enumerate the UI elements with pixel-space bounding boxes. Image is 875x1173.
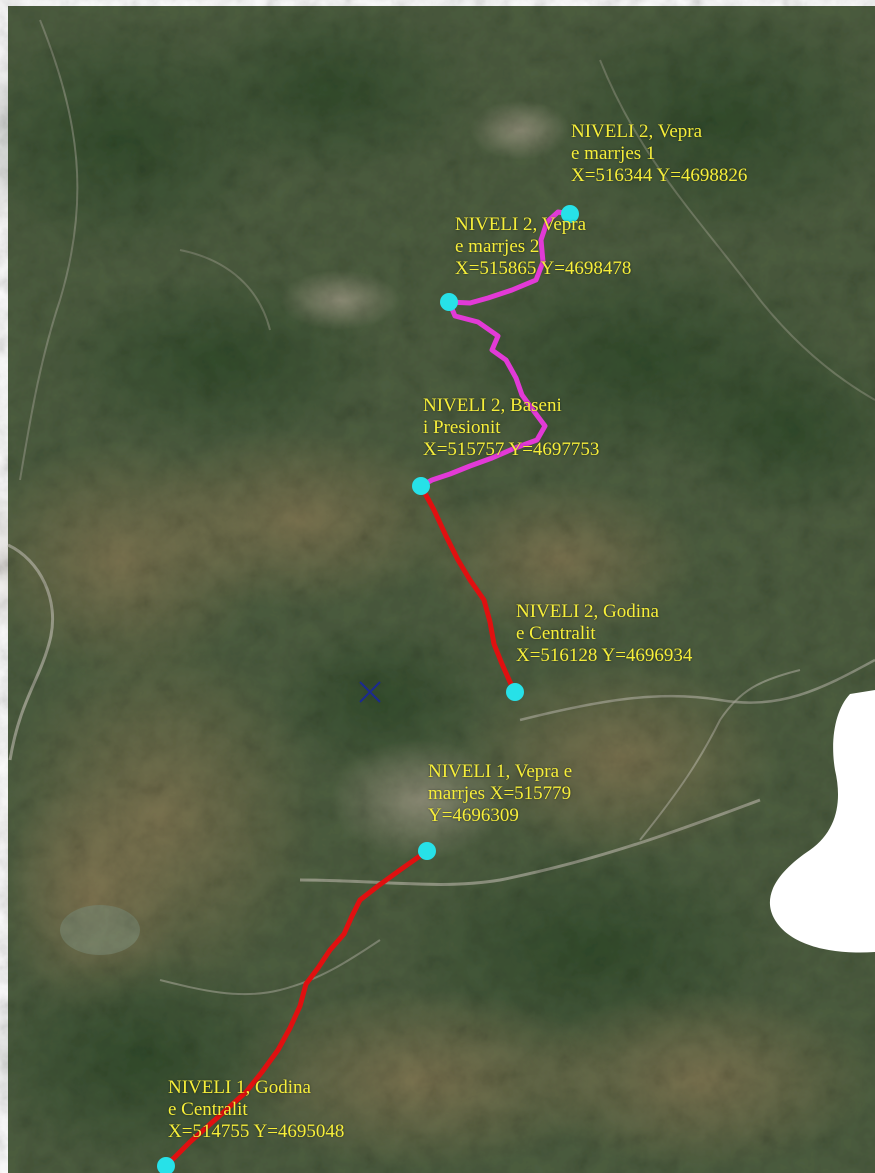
label-n2-vepra-1: NIVELI 2, Vepra e marrjes 1 X=516344 Y=4…	[571, 121, 747, 187]
label-line: X=515757 Y=4697753	[423, 439, 600, 460]
station-marker-n1-godina[interactable]	[157, 1157, 175, 1173]
route-level1	[162, 848, 430, 1169]
label-line: e marrjes 2	[455, 236, 540, 257]
label-line: marrjes X=515779	[428, 783, 572, 804]
label-line: NIVELI 2, Baseni	[423, 395, 562, 416]
label-line: Y=4696309	[428, 805, 519, 826]
label-line: NIVELI 1, Vepra e	[428, 761, 573, 782]
label-line: e Centralit	[516, 623, 596, 644]
label-n2-baseni: NIVELI 2, Baseni i Presionit X=515757 Y=…	[423, 395, 599, 461]
label-line: X=516128 Y=4696934	[516, 645, 693, 666]
station-marker-n2-vepra-2[interactable]	[440, 293, 458, 311]
no-data-area	[769, 690, 875, 953]
station-marker-n2-baseni[interactable]	[412, 477, 430, 495]
label-line: X=515865 Y=4698478	[455, 258, 632, 279]
label-line: NIVELI 2, Vepra	[455, 214, 587, 235]
label-line: NIVELI 1, Godina	[168, 1077, 311, 1098]
station-marker-n2-vepra-1[interactable]	[561, 205, 579, 223]
route-level2-upper	[418, 209, 573, 489]
label-n2-vepra-2: NIVELI 2, Vepra e marrjes 2 X=515865 Y=4…	[455, 214, 631, 280]
label-line: NIVELI 2, Godina	[516, 601, 659, 622]
label-line: X=516344 Y=4698826	[571, 165, 748, 186]
label-n1-godina: NIVELI 1, Godina e Centralit X=514755 Y=…	[168, 1077, 344, 1143]
station-marker-n1-vepra[interactable]	[418, 842, 436, 860]
label-line: e marrjes 1	[571, 143, 656, 164]
label-line: e Centralit	[168, 1099, 248, 1120]
label-n1-vepra: NIVELI 1, Vepra e marrjes X=515779 Y=469…	[428, 761, 572, 827]
label-line: NIVELI 2, Vepra	[571, 121, 703, 142]
route-level2-lower	[418, 483, 518, 695]
station-marker-n2-godina[interactable]	[506, 683, 524, 701]
cross-marker-icon	[359, 681, 381, 703]
label-n2-godina: NIVELI 2, Godina e Centralit X=516128 Y=…	[516, 601, 692, 667]
label-line: X=514755 Y=4695048	[168, 1121, 345, 1142]
label-line: i Presionit	[423, 417, 501, 438]
